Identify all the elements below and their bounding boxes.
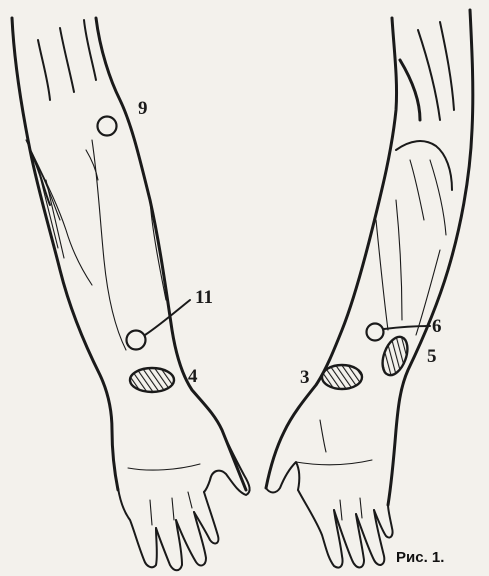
point-4-label: 4 bbox=[188, 366, 198, 387]
point-6-leader bbox=[384, 326, 430, 329]
point-3-marker bbox=[322, 365, 362, 389]
point-9-label: 9 bbox=[138, 98, 148, 119]
point-9-marker bbox=[98, 117, 117, 136]
point-11-marker bbox=[127, 331, 146, 350]
point-4-marker bbox=[130, 368, 174, 392]
point-11-label: 11 bbox=[195, 287, 213, 308]
point-3: 3 bbox=[300, 365, 362, 389]
point-6-label: 6 bbox=[432, 316, 442, 337]
point-5-label: 5 bbox=[427, 346, 437, 367]
point-6-marker bbox=[367, 324, 384, 341]
right-forearm bbox=[266, 10, 473, 568]
point-4: 4 bbox=[130, 366, 198, 392]
figure-caption: Рис. 1. bbox=[396, 549, 444, 566]
point-3-label: 3 bbox=[300, 367, 310, 388]
left-forearm bbox=[12, 18, 250, 570]
